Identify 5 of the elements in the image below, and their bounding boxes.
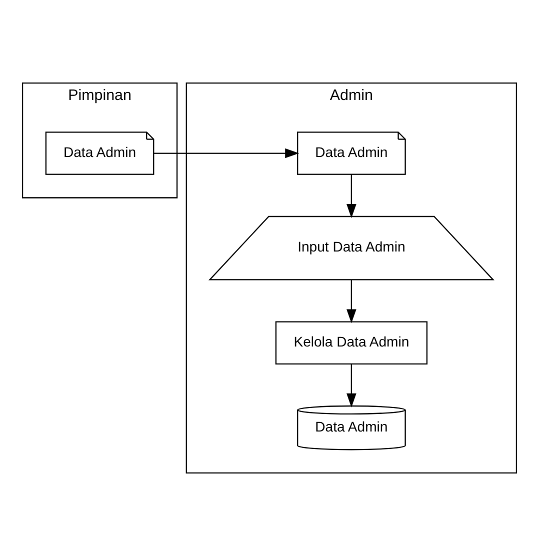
arrow <box>346 364 356 408</box>
arrow <box>346 280 356 324</box>
arrow <box>154 148 300 158</box>
node-box: Kelola Data Admin <box>275 321 428 365</box>
arrow <box>346 174 356 218</box>
